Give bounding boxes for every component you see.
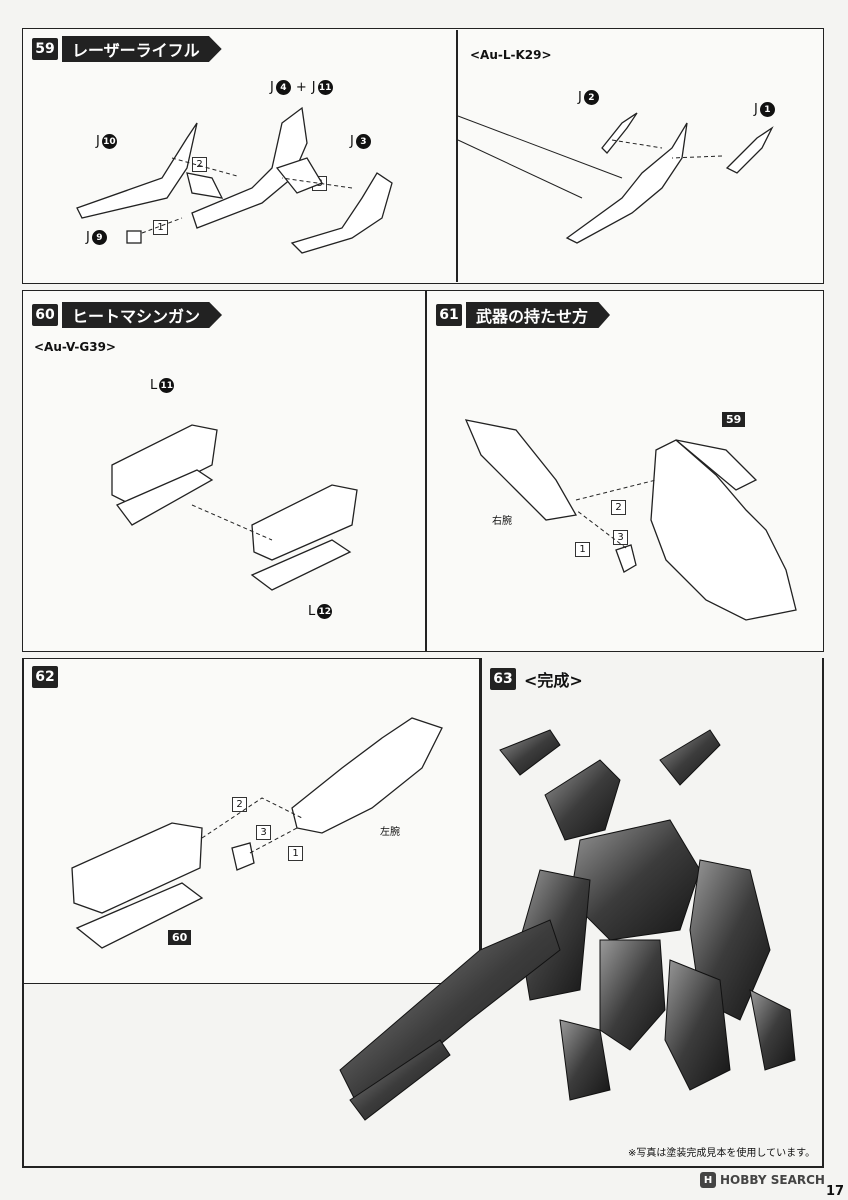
step-63-header: 63 <完成> — [490, 666, 587, 692]
step-60-panel — [22, 290, 426, 652]
panel-divider — [456, 30, 458, 282]
heat-machinegun-parts-drawing — [111, 424, 358, 591]
sequence-2: 2 — [192, 157, 207, 172]
step-number: 62 — [32, 666, 58, 688]
model-label: <Au-V-G39> — [34, 340, 116, 354]
sequence-3: 3 — [256, 825, 271, 840]
right-arm-label: 右腕 — [492, 516, 512, 527]
sequence-3: 3 — [613, 530, 628, 545]
step-59-header: 59 レーザーライフル — [32, 36, 222, 62]
step-title: 武器の持たせ方 — [466, 302, 611, 328]
step-number: 59 — [32, 38, 58, 60]
sequence-2: 2 — [611, 500, 626, 515]
step-title: <完成> — [524, 671, 583, 690]
page-number: 17 — [826, 1184, 845, 1199]
sequence-2: 2 — [232, 797, 247, 812]
watermark: H HOBBY SEARCH — [700, 1172, 825, 1188]
footer-rule — [22, 1166, 824, 1168]
step-number: 63 — [490, 668, 516, 690]
sequence-1: 1 — [575, 542, 590, 557]
step-number: 61 — [436, 304, 462, 326]
sequence-1: 1 — [153, 220, 168, 235]
photo-note: ※写真は塗装完成見本を使用しています。 — [628, 1148, 816, 1159]
step-number: 60 — [32, 304, 58, 326]
panel-edge — [822, 658, 824, 1168]
left-arm-label: 左腕 — [380, 827, 400, 838]
model-label: <Au-L-K29> — [470, 48, 552, 62]
reference-step-60: 60 — [168, 930, 192, 945]
left-arm-weapon-drawing — [71, 717, 443, 949]
step-61-header: 61 武器の持たせ方 — [436, 302, 611, 328]
step-60-header: 60 ヒートマシンガン — [32, 302, 223, 328]
step-59-panel — [22, 28, 824, 284]
step-62-header: 62 — [32, 666, 58, 688]
hand-weapon-drawing — [464, 419, 797, 621]
step-title: レーザーライフル — [62, 36, 222, 62]
completed-model-photo — [339, 729, 796, 1121]
laser-rifle-parts-drawing — [76, 106, 774, 254]
reference-step-59: 59 — [722, 412, 746, 427]
hobby-search-logo-icon: H — [700, 1172, 716, 1188]
panel-divider — [480, 658, 482, 984]
panel-edge — [22, 658, 24, 1168]
sequence-1: 1 — [288, 846, 303, 861]
step-title: ヒートマシンガン — [62, 302, 223, 328]
